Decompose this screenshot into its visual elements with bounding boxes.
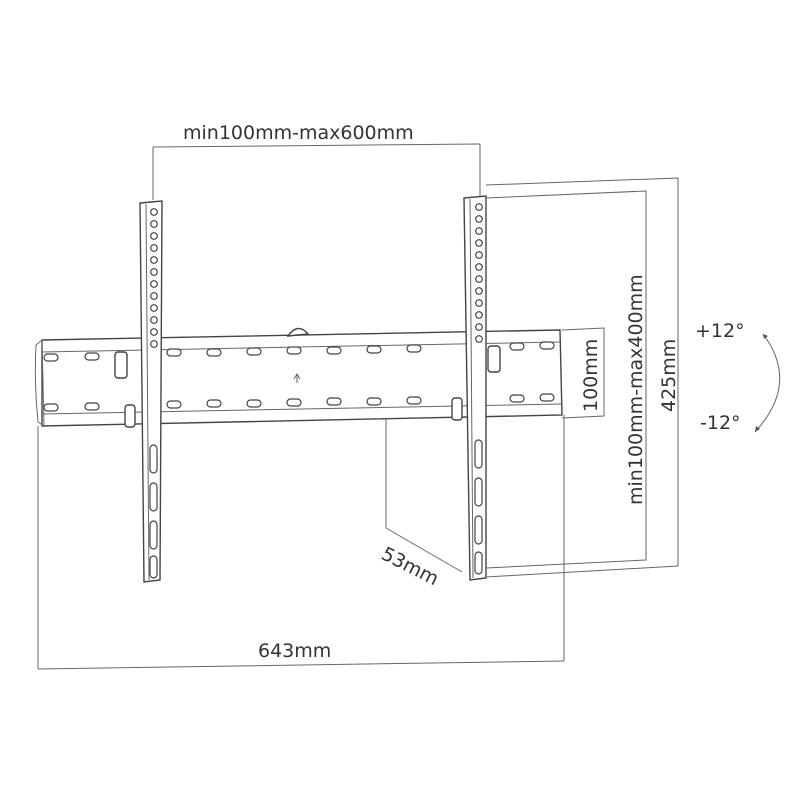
vesa-width-label: min100mm-max600mm	[183, 122, 414, 144]
right-arm	[451, 195, 501, 581]
overall-width-label: 643mm	[258, 640, 331, 662]
vesa-height-label: min100mm-max400mm	[625, 274, 647, 505]
left-arm	[114, 200, 163, 583]
plate-slots	[43, 341, 555, 412]
left-arm-holes	[149, 208, 158, 579]
tilt-up-label: +12°	[695, 320, 745, 342]
overall-width-dimension	[37, 415, 565, 670]
wall-plate	[34, 327, 563, 427]
depth-label: 53mm	[378, 543, 443, 590]
overall-height-label: 425mm	[658, 339, 680, 412]
plate-height-label: 100mm	[580, 339, 602, 412]
height-dimensions	[485, 177, 679, 578]
tilt-down-label: -12°	[700, 412, 741, 434]
right-arm-holes	[474, 203, 483, 575]
depth-dimension	[385, 418, 463, 573]
vesa-width-dimension	[152, 143, 481, 200]
tilt-arc	[754, 333, 781, 433]
